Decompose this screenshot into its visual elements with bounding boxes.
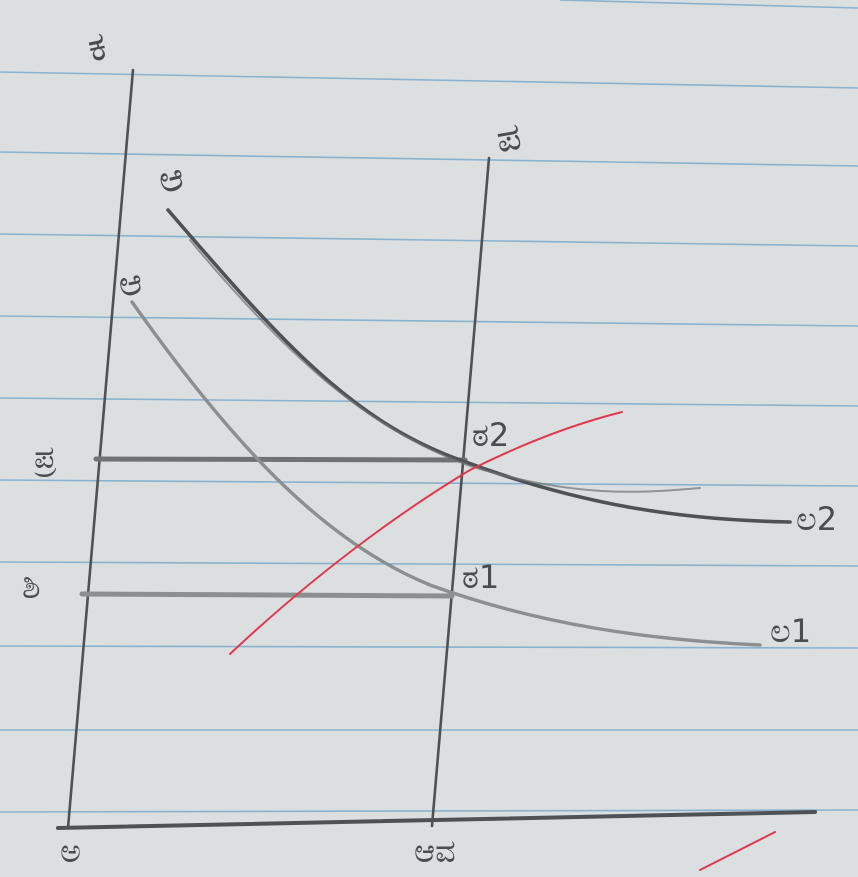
rule-line xyxy=(0,561,858,567)
supply-line-base-label: ಆವ xyxy=(414,832,456,870)
rule-line xyxy=(0,479,858,487)
point-e1-label: ಠ1 xyxy=(462,558,499,596)
curve-d1-end-label: ಲ1 xyxy=(770,612,811,650)
vertical-supply-line xyxy=(430,156,491,828)
demand-curve-d1 xyxy=(130,300,762,647)
origin-label: ಅ xyxy=(60,832,81,870)
rule-line xyxy=(0,809,858,813)
red-ink-stray-mark xyxy=(699,831,776,871)
demand-curve-d2 xyxy=(166,208,792,524)
curve-d2-end-label: ಲ2 xyxy=(796,500,837,538)
price-high-label: ಪ್ರ xyxy=(34,438,57,477)
y-axis xyxy=(66,68,135,830)
point-e2-label: ಠ2 xyxy=(472,416,509,454)
demand-curve-d2-sketch xyxy=(189,239,701,493)
price-low-label: ಶಿ xyxy=(22,567,41,607)
rule-line xyxy=(0,151,858,167)
rule-line xyxy=(0,645,858,649)
rule-line xyxy=(0,233,858,247)
ruled-lines xyxy=(0,0,858,813)
x-axis xyxy=(56,810,817,830)
red-ink-curve xyxy=(229,411,623,655)
price-line-high xyxy=(93,456,468,463)
price-line-low xyxy=(79,591,455,599)
rule-line xyxy=(0,71,858,89)
rule-line xyxy=(559,0,858,9)
rule-line xyxy=(0,397,858,407)
